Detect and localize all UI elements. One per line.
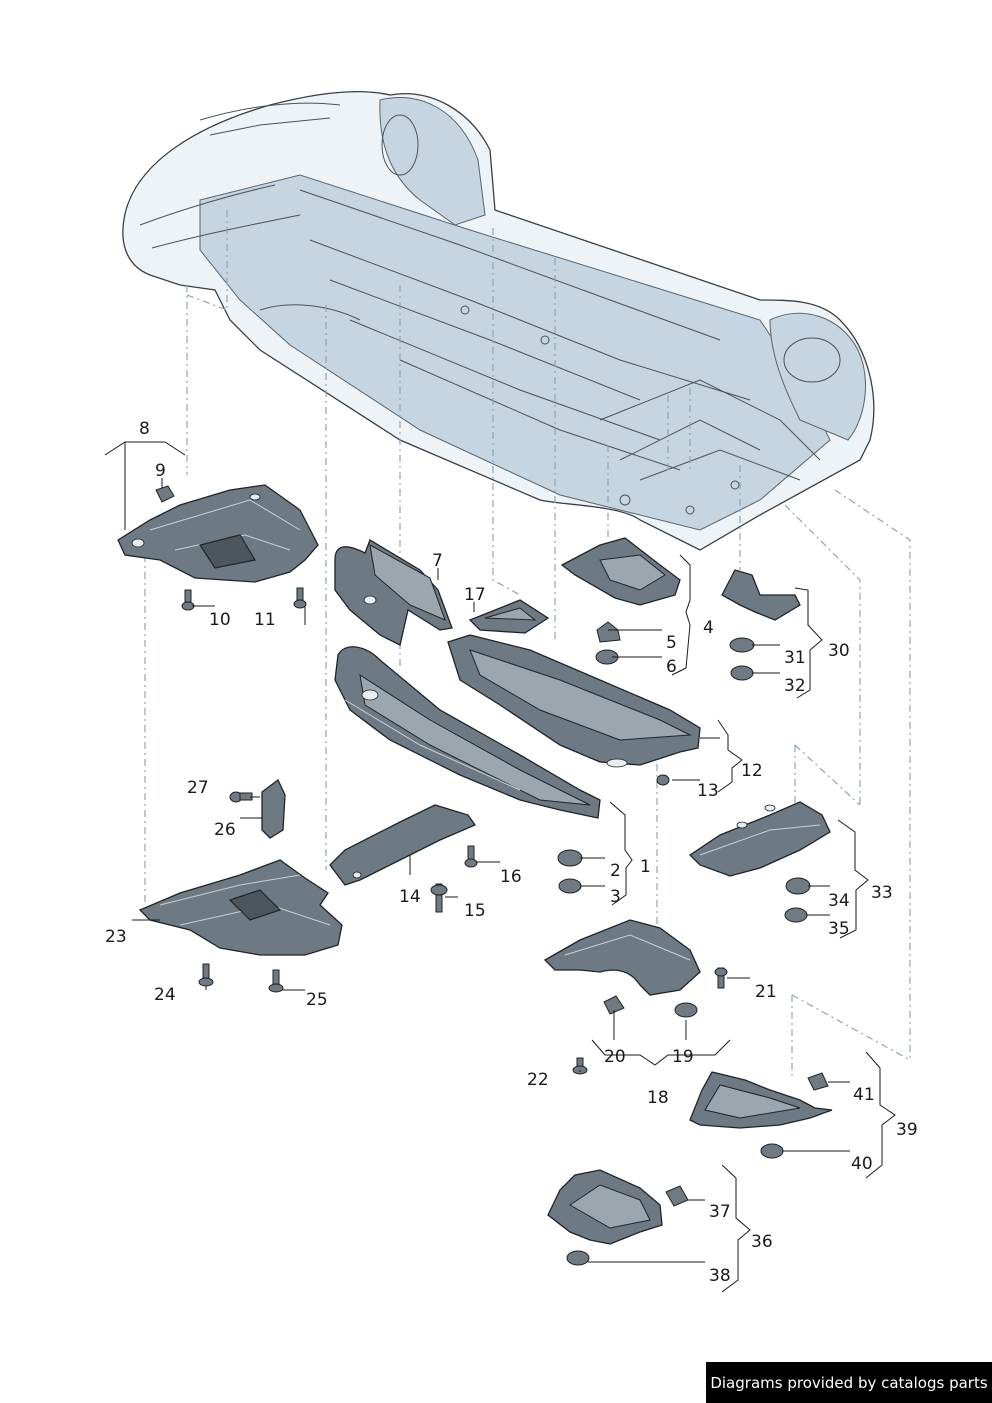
callout-label: 26 [214,820,236,840]
mid-heat-shield [329,804,476,886]
callout-label: 4 [703,618,714,638]
callout-label: 12 [741,761,763,781]
callout-label: 15 [464,901,486,921]
rear-bracket-right [721,569,801,621]
callout-label: 19 [672,1047,694,1067]
center-rear-shield [543,919,701,996]
clip-icon [155,485,175,503]
callout-label: 35 [828,919,850,939]
side-bracket [261,778,286,839]
callout-label: 41 [853,1085,875,1105]
callout-label: 7 [432,551,443,571]
callout-label: 20 [604,1047,626,1067]
parts [117,484,833,1266]
tunnel-shield-side [447,634,701,768]
vehicle-underbody [122,90,875,551]
clip-icon [603,995,625,1015]
leader-lines [104,441,896,1293]
callout-label: 1 [640,857,651,877]
callout-label: 40 [851,1154,873,1174]
small-bracket [468,599,550,634]
callout-label: 30 [828,641,850,661]
rear-end-shield [547,1169,663,1245]
heat-shield-front [334,539,453,646]
callout-label: 3 [610,887,621,907]
callout-label: 22 [527,1070,549,1090]
washer-icon [557,621,811,1266]
rear-exhaust-shield [689,1071,833,1129]
rear-underbody-shield [138,859,343,956]
bolt-icon [268,969,284,993]
callout-label: 13 [697,781,719,801]
clip-icon [807,1072,829,1091]
callout-label: 17 [464,585,486,605]
front-underbody-shield [117,484,319,583]
callout-label: 21 [755,982,777,1002]
bolt-icon [229,791,253,803]
tunnel-shield-long [334,646,601,819]
callout-label: 38 [709,1266,731,1286]
rear-right-shield [688,801,831,877]
push-rivet-icon [430,883,448,913]
callout-label: 39 [896,1120,918,1140]
callout-label: 23 [105,927,127,947]
credit-banner: Diagrams provided by catalogs parts [706,1362,992,1403]
callout-label: 16 [500,867,522,887]
bolt-icon [181,589,195,611]
callout-label: 32 [784,676,806,696]
callout-label: 37 [709,1202,731,1222]
callout-label: 25 [306,990,328,1010]
callout-label: 8 [139,419,150,439]
callout-label: 31 [784,648,806,668]
callout-label: 14 [399,887,421,907]
callout-labels: 1 2 3 4 5 6 7 8 9 10 11 12 13 14 15 16 1… [105,419,918,1286]
bolt-icon [198,963,214,987]
callout-label: 36 [751,1232,773,1252]
callout-label: 5 [666,633,677,653]
callout-label: 11 [254,610,276,630]
callout-label: 2 [610,861,621,881]
callout-label: 6 [666,657,677,677]
bolt-icon [293,587,307,609]
callout-label: 24 [154,985,176,1005]
rear-bracket-left [560,537,681,606]
bolt-icon [464,845,478,868]
callout-label: 18 [647,1088,669,1108]
callout-label: 33 [871,883,893,903]
bolt-icon [714,967,728,989]
clip-icon [665,1185,689,1207]
assembly-lines [144,210,911,1080]
callout-label: 9 [155,461,166,481]
callout-label: 10 [209,610,231,630]
callout-label: 27 [187,778,209,798]
callout-label: 34 [828,891,850,911]
